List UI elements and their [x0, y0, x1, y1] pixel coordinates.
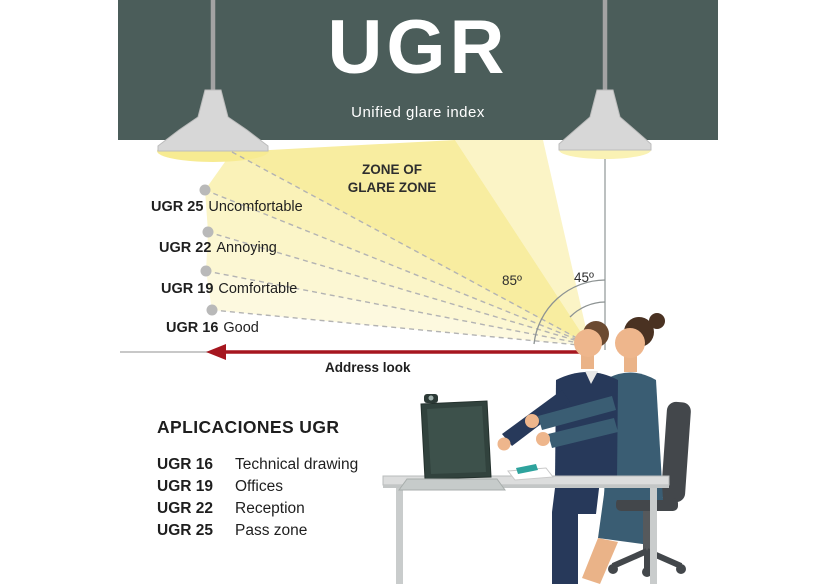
application-row: UGR 25 Pass zone: [157, 520, 358, 542]
glare-wedge: [206, 232, 590, 346]
dashed-sightlines: [204, 151, 590, 347]
man-neck: [581, 355, 594, 369]
application-desc: Reception: [235, 500, 305, 517]
chair-base: [611, 548, 683, 569]
glare-dot-ugr25: [199, 184, 211, 196]
woman-hand: [536, 432, 550, 446]
laptop: [398, 394, 506, 491]
woman-arm: [538, 396, 616, 430]
application-row: UGR 19 Offices: [157, 476, 358, 498]
main-title: UGR: [327, 5, 509, 90]
dashed-sightline: [231, 151, 589, 345]
glare-level-ugr22-desc: Annoying: [216, 240, 277, 256]
woman-arms: [525, 396, 618, 448]
glare-wedge: [205, 152, 590, 346]
woman-arm: [548, 418, 618, 448]
dashed-sightline: [211, 309, 590, 347]
glare-dot-ugr22: [202, 226, 214, 238]
glare-dots: [199, 184, 218, 316]
address-look-label: Address look: [325, 360, 411, 375]
address-look-arrowhead: [206, 344, 226, 360]
glare-level-ugr16-desc: Good: [223, 320, 259, 336]
dashed-sightline: [207, 231, 589, 345]
glare-level-ugr16-code: UGR 16: [166, 320, 219, 336]
woman-hair-bun: [649, 313, 665, 329]
application-ugr: UGR 25: [157, 522, 213, 539]
glare-wedge: [232, 140, 590, 346]
glare-dot-ugr19: [200, 265, 212, 277]
man-head: [574, 329, 602, 357]
laptop-keyboard-base: [398, 478, 506, 491]
chair-wheel: [676, 564, 686, 574]
application-row: UGR 22 Reception: [157, 498, 358, 520]
angle-arc-85: [533, 279, 606, 345]
application-ugr: UGR 22: [157, 500, 213, 517]
desk-edge: [383, 485, 669, 488]
woman-neck: [624, 356, 637, 372]
woman-hand: [525, 414, 539, 428]
desk-leg-right: [650, 488, 657, 584]
phone: [516, 464, 538, 474]
angle-arc-45: [569, 301, 606, 318]
glare-dot-ugr16: [206, 304, 218, 316]
subtitle: Unified glare index: [351, 104, 485, 121]
applications-title: APLICACIONES UGR: [157, 417, 340, 437]
application-row: UGR 16 Technical drawing: [157, 454, 358, 476]
angle-45-label: 45º: [574, 270, 594, 285]
webcam-lens: [428, 395, 434, 401]
application-desc: Offices: [235, 478, 283, 495]
man-shirt-collar: [585, 371, 598, 384]
glare-level-ugr25-desc: Uncomfortable: [208, 199, 303, 215]
chair-pole: [643, 511, 651, 553]
application-ugr: UGR 19: [157, 478, 213, 495]
glare-level-ugr19-desc: Comfortable: [218, 281, 298, 297]
glare-wedge: [206, 271, 590, 346]
man-hand: [497, 437, 511, 451]
application-ugr: UGR 16: [157, 456, 213, 473]
right-lamp-shade: [558, 89, 652, 151]
applications-section: APLICACIONES UGR UGR 16 Technical drawin…: [157, 417, 358, 542]
desk-leg-left: [396, 488, 403, 584]
angle-85-label: 85º: [502, 273, 522, 288]
zone-label-line1: ZONE OF: [362, 162, 422, 177]
glare-level-ugr25-code: UGR 25: [151, 199, 204, 215]
woman-head: [615, 328, 645, 358]
chair-wheel: [642, 567, 652, 577]
dashed-sightline: [204, 189, 589, 345]
dashed-sightline: [205, 270, 590, 346]
woman-figure: [604, 313, 665, 500]
glare-level-ugr19-code: UGR 19: [161, 281, 214, 297]
zone-of-glare-label: ZONE OF GLARE ZONE: [332, 161, 452, 196]
man-legs: [552, 480, 600, 584]
laptop-screen-panel: [427, 406, 486, 474]
application-desc: Pass zone: [235, 522, 308, 539]
chair-wheel: [608, 564, 618, 574]
chair-seat: [616, 498, 678, 511]
zone-label-line2: GLARE ZONE: [347, 179, 437, 195]
left-lamp-shade: [157, 89, 269, 152]
woman-torso: [604, 372, 663, 500]
woman-leg: [582, 538, 618, 584]
office-scene: [382, 313, 691, 584]
application-desc: Technical drawing: [235, 456, 359, 473]
glare-level-ugr22-code: UGR 22: [159, 240, 212, 256]
